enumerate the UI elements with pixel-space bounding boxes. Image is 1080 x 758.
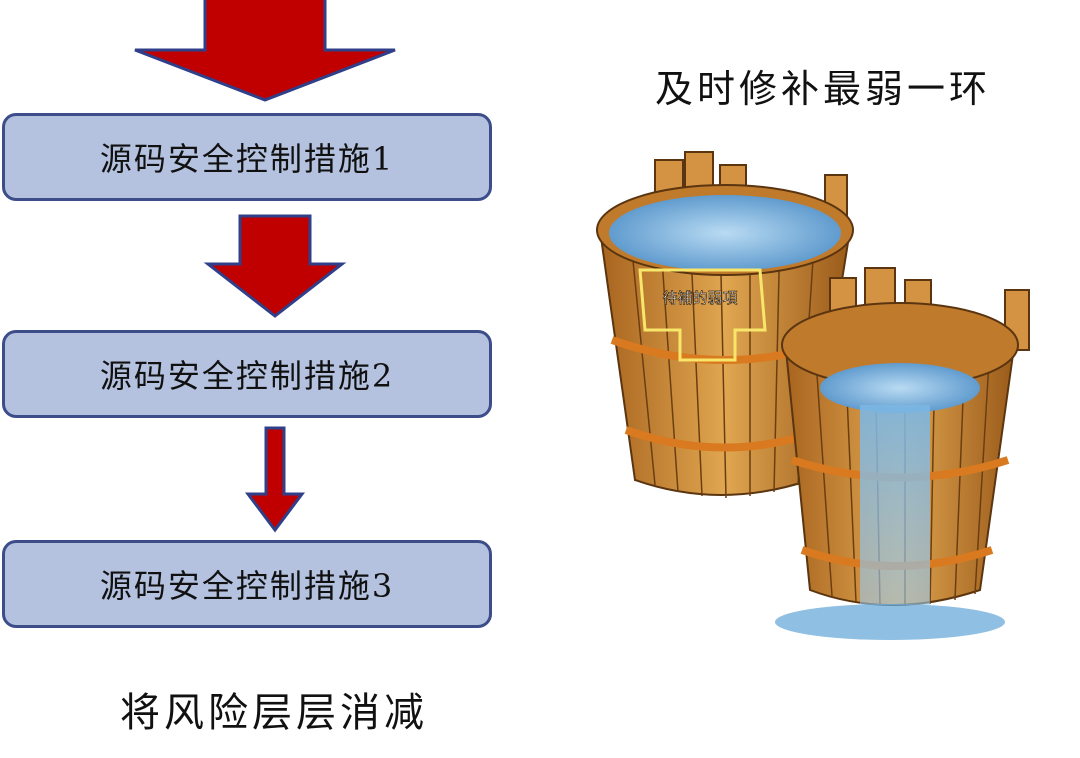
down-arrow-large [130, 0, 400, 105]
control-step-2: 源码安全控制措施2 [2, 330, 492, 418]
control-step-2-label: 源码安全控制措施2 [100, 351, 394, 397]
down-arrow-medium [200, 212, 350, 322]
control-step-3: 源码安全控制措施3 [2, 540, 492, 628]
control-step-1-label: 源码安全控制措施1 [100, 134, 394, 180]
control-step-3-label: 源码安全控制措施3 [100, 561, 394, 607]
water-puddle [775, 604, 1005, 640]
buckets-illustration: 待補的弱項 [560, 130, 1060, 650]
front-bucket [782, 268, 1029, 606]
down-arrow-small [240, 426, 310, 536]
bottom-caption: 将风险层层消减 [120, 680, 428, 738]
control-step-1: 源码安全控制措施1 [2, 113, 492, 201]
weak-stave-label: 待補的弱項 [662, 290, 737, 307]
top-caption: 及时修补最弱一环 [655, 58, 991, 113]
